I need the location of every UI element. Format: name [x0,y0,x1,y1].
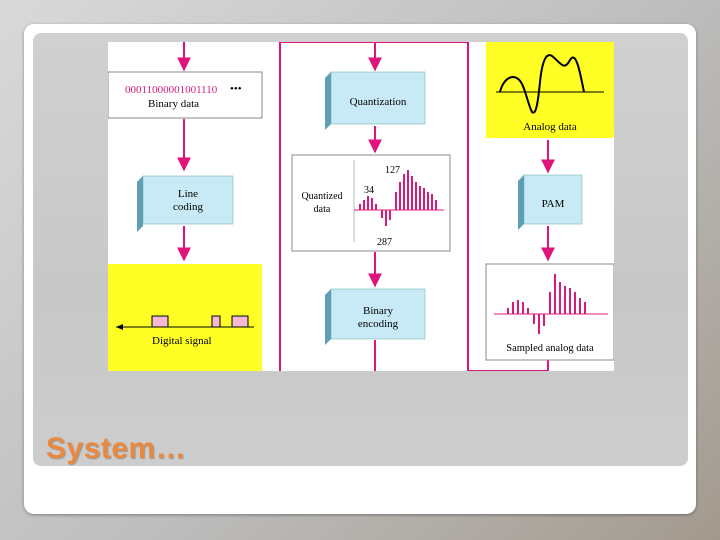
quantized-value-mid: 34 [364,185,374,196]
binary-data-label: Binary data [148,98,199,110]
connector-wires [177,41,555,372]
digital-signal-label: Digital signal [152,335,212,347]
sampled-data-label: Sampled analog data [506,343,594,354]
quantized-value-top: 127 [385,165,400,176]
binary-encoding-block: Binary encoding [325,288,426,345]
pam-block: PAM [518,174,583,230]
quantized-value-bottom: 287 [377,237,392,248]
quantized-label-1: Quantized [301,191,342,202]
line-coding-label-1: Line [178,188,198,200]
quantized-samples [359,170,437,226]
binary-data-box: 00011000001001110 ••• Binary data [107,71,263,119]
quantized-label-2: data [314,204,331,215]
pam-label: PAM [542,198,565,210]
digital-signal-box: Digital signal [108,264,262,371]
slide-title: System… [46,432,187,465]
binary-bits: 00011000001001110 [125,84,218,96]
pcm-system-diagram: 00011000001001110 ••• Binary data Line c… [107,41,615,372]
binary-ellipsis: ••• [230,83,242,95]
binary-encoding-label-1: Binary [363,305,393,317]
line-coding-label-2: coding [173,201,203,213]
sampled-data-box: Sampled analog data [485,263,615,361]
sampled-pulses [507,274,586,334]
analog-data-box: Analog data [486,42,614,138]
analog-data-label: Analog data [523,121,577,133]
binary-encoding-label-2: encoding [358,318,399,330]
analog-waveform [499,54,585,114]
quantized-data-box: Quantized data 127 34 287 [291,154,451,252]
quantization-label: Quantization [350,96,407,108]
line-coding-block: Line coding [137,175,234,232]
quantization-block: Quantization [325,71,426,130]
